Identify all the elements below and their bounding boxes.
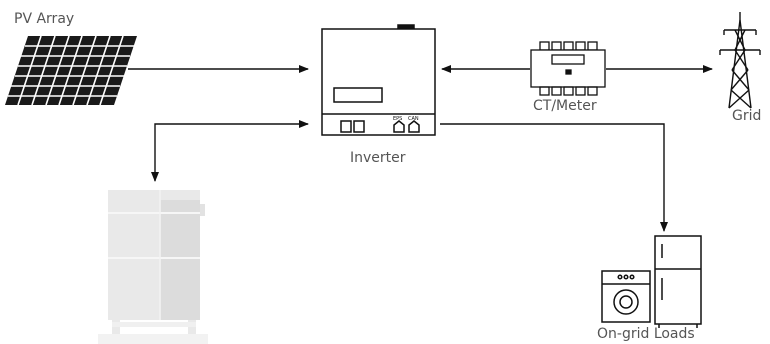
inverter-label: Inverter [350,150,406,166]
grid-tower-icon [719,12,761,109]
on-grid-loads-icon [601,235,702,328]
ct-meter-label: CT/Meter [533,98,597,114]
inverter-to-loads-arrow [440,123,668,232]
can-port-label: CAN [408,116,419,122]
grid-label: Grid [732,108,762,124]
on-grid-loads-label: On-grid Loads [597,326,695,342]
pv-array-label: PV Array [14,11,75,27]
ct-meter-icon [530,41,606,96]
inverter-battery-arrow [151,120,309,182]
eps-port-label: EPS [393,116,402,122]
battery-icon [98,190,208,344]
inverter-icon [321,24,436,136]
connections [128,65,713,232]
pv-array-icon [5,35,137,106]
